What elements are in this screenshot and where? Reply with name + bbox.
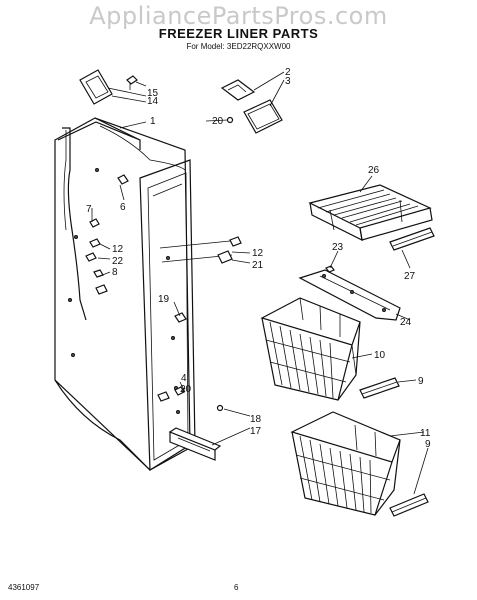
- callout-labels: 14 15 1 2 3 20 6 7 12 22 8 12 21 19 4 20…: [86, 67, 431, 450]
- freezer-liner-part[interactable]: [54, 117, 242, 472]
- callout-3: 3: [285, 76, 291, 87]
- callout-11: 11: [420, 428, 431, 439]
- diagram-title: FREEZER LINER PARTS: [158, 26, 319, 41]
- upper-basket-trim-part[interactable]: [359, 377, 400, 399]
- callout-20-top: 20: [212, 116, 224, 127]
- document-number: 4361097: [8, 583, 40, 592]
- callout-7: 7: [86, 204, 92, 215]
- callout-17: 17: [250, 426, 262, 437]
- top-left-bracket-part[interactable]: [79, 69, 138, 105]
- lower-basket-trim-part[interactable]: [389, 493, 429, 517]
- page-number: 6: [234, 583, 239, 592]
- wire-shelf-part[interactable]: [308, 184, 433, 242]
- callout-4: 4: [181, 373, 187, 384]
- callout-14: 14: [147, 96, 159, 107]
- callout-1: 1: [150, 116, 156, 127]
- callout-9-upper: 9: [418, 376, 424, 387]
- callout-18: 18: [250, 414, 262, 425]
- callout-15: 15: [147, 88, 159, 99]
- callout-23: 23: [332, 242, 344, 253]
- watermark: AppliancePartsPros.com: [89, 2, 388, 30]
- model-subtitle: For Model: 3ED22RQXXW00: [186, 42, 291, 51]
- callout-9-lower: 9: [425, 439, 431, 450]
- top-center-cover-part[interactable]: [220, 79, 283, 134]
- callout-10: 10: [374, 350, 386, 361]
- callout-24: 24: [400, 317, 412, 328]
- bottom-trim-bar-part[interactable]: [168, 404, 224, 461]
- callout-21: 21: [252, 260, 264, 271]
- callout-20-bottom: 20: [180, 384, 192, 395]
- upper-wire-basket-part[interactable]: [260, 297, 361, 401]
- basket-rail-part[interactable]: [298, 265, 401, 321]
- lower-wire-basket-part[interactable]: [290, 411, 401, 516]
- callout-22: 22: [112, 256, 124, 267]
- callout-leader-lines: [91, 71, 429, 495]
- callout-19: 19: [158, 294, 170, 305]
- callout-27: 27: [404, 271, 416, 282]
- callout-12-left: 12: [112, 244, 124, 255]
- callout-26: 26: [368, 165, 380, 176]
- callout-6: 6: [120, 202, 126, 213]
- callout-2: 2: [285, 67, 291, 78]
- callout-8: 8: [112, 267, 118, 278]
- callout-12-right: 12: [252, 248, 264, 259]
- shelf-trim-part[interactable]: [389, 227, 435, 251]
